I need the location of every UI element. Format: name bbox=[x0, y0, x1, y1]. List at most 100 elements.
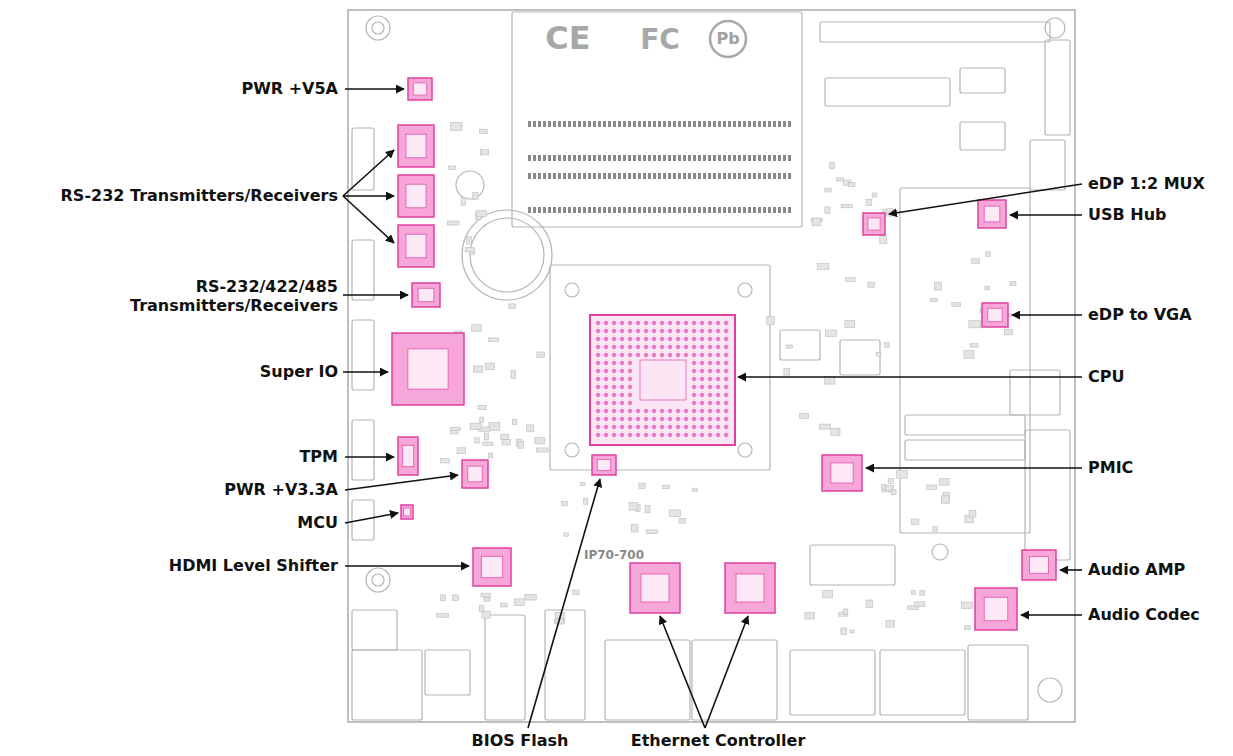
cpu-ball bbox=[620, 425, 624, 429]
smd-component bbox=[820, 424, 831, 429]
cpu-ball bbox=[660, 337, 664, 341]
callout-label: PWR +V3.3A bbox=[224, 480, 338, 499]
leader-line bbox=[343, 294, 408, 296]
board-hole bbox=[738, 283, 752, 297]
cpu-ball bbox=[692, 377, 696, 381]
smd-component bbox=[639, 483, 645, 488]
cpu-ball bbox=[692, 337, 696, 341]
cpu-ball bbox=[724, 417, 728, 421]
cpu-ball bbox=[692, 393, 696, 397]
smd-component bbox=[965, 626, 971, 630]
cpu-ball bbox=[668, 425, 672, 429]
cpu-ball bbox=[652, 345, 656, 349]
cpu-ball bbox=[636, 337, 640, 341]
smd-component bbox=[915, 602, 925, 607]
cpu-ball bbox=[692, 369, 696, 373]
cpu-ball bbox=[684, 409, 688, 413]
board-part bbox=[968, 645, 1028, 720]
chip-pads bbox=[863, 213, 885, 235]
chip-body bbox=[404, 508, 411, 516]
chip-body bbox=[402, 445, 413, 466]
board-part bbox=[960, 68, 1005, 93]
board-part bbox=[1045, 40, 1070, 135]
callout-label: RS-232/422/485 Transmitters/Receivers bbox=[76, 277, 338, 315]
cpu-ball bbox=[612, 337, 616, 341]
cpu-ball bbox=[668, 321, 672, 325]
board-hole bbox=[1038, 678, 1062, 702]
smd-component bbox=[866, 199, 872, 205]
cpu-ball bbox=[612, 433, 616, 437]
smd-component bbox=[866, 600, 872, 608]
cpu-ball bbox=[596, 425, 600, 429]
callout-label: Super IO bbox=[260, 362, 338, 381]
leader-line bbox=[1012, 314, 1082, 316]
smd-component bbox=[452, 595, 458, 600]
cpu-ball bbox=[684, 321, 688, 325]
cpu-ball bbox=[724, 321, 728, 325]
board-hole bbox=[565, 443, 579, 457]
board-part bbox=[790, 650, 875, 715]
chip bbox=[822, 455, 862, 491]
leader-line bbox=[528, 479, 600, 728]
smd-component bbox=[830, 162, 834, 169]
cpu-ball bbox=[660, 433, 664, 437]
callout-label: PMIC bbox=[1088, 458, 1133, 477]
smd-component bbox=[841, 628, 847, 635]
callout-label: Audio Codec bbox=[1088, 605, 1200, 624]
cpu-ball bbox=[628, 393, 632, 397]
board-part bbox=[810, 545, 895, 585]
smd-component bbox=[940, 479, 949, 486]
smd-component bbox=[535, 438, 545, 444]
smd-component bbox=[461, 198, 466, 206]
board-part bbox=[352, 320, 374, 390]
cpu-ball bbox=[596, 369, 600, 373]
callout-label: HDMI Level Shifter bbox=[169, 556, 338, 575]
smd-component bbox=[784, 368, 790, 375]
leader-line bbox=[343, 150, 394, 196]
cpu-ball bbox=[652, 321, 656, 325]
cpu-ball bbox=[628, 401, 632, 405]
smd-component bbox=[479, 129, 487, 133]
callout-label: MCU bbox=[297, 513, 338, 532]
cpu-ball bbox=[716, 321, 720, 325]
smd-component bbox=[825, 188, 832, 192]
cpu-ball bbox=[652, 425, 656, 429]
cpu-ball bbox=[708, 393, 712, 397]
cpu-ball bbox=[716, 353, 720, 357]
chip-pads bbox=[978, 200, 1006, 228]
cpu-ball bbox=[700, 361, 704, 365]
leader-line bbox=[345, 475, 458, 490]
smd-component bbox=[572, 590, 579, 595]
chip-body bbox=[468, 466, 483, 482]
chip-pads bbox=[462, 460, 488, 488]
cpu-ball bbox=[604, 393, 608, 397]
cpu-ball bbox=[684, 433, 688, 437]
cpu-ball bbox=[660, 409, 664, 413]
cpu-ball bbox=[708, 353, 712, 357]
chip-body bbox=[831, 463, 853, 483]
cpu-ball bbox=[612, 401, 616, 405]
cpu-ball bbox=[604, 345, 608, 349]
board-hole bbox=[565, 283, 579, 297]
cpu-ball bbox=[604, 353, 608, 357]
cpu-ball bbox=[644, 417, 648, 421]
cpu-ball bbox=[716, 345, 720, 349]
chip-pads bbox=[630, 563, 680, 613]
smd-component bbox=[483, 442, 493, 445]
cpu-ball bbox=[668, 337, 672, 341]
smd-component bbox=[836, 178, 843, 181]
cpu-ball bbox=[684, 337, 688, 341]
cpu-ball bbox=[612, 417, 616, 421]
cpu-ball bbox=[644, 425, 648, 429]
chip-body bbox=[736, 574, 764, 602]
cpu-ball bbox=[684, 329, 688, 333]
cpu-ball bbox=[716, 417, 720, 421]
cpu-ball bbox=[644, 353, 648, 357]
ce-mark: CE bbox=[545, 19, 590, 57]
cpu-ball bbox=[708, 425, 712, 429]
chip bbox=[398, 225, 434, 267]
cpu-ball bbox=[660, 321, 664, 325]
cpu-ball bbox=[724, 369, 728, 373]
